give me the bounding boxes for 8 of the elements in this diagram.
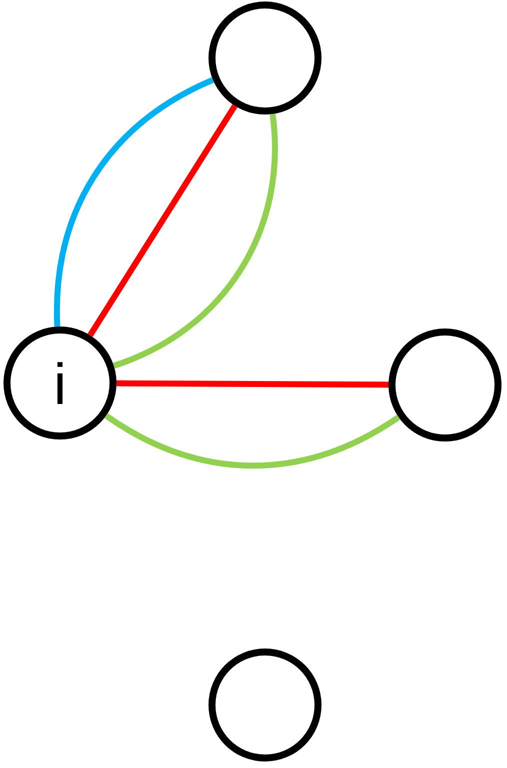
empty-circle [208, 648, 322, 762]
connector-line [104, 413, 400, 469]
connector-line [112, 114, 278, 369]
empty-circle [208, 2, 322, 114]
connector-line [116, 380, 389, 388]
connector-line [54, 77, 214, 327]
empty-circle [388, 328, 502, 442]
connector-line [88, 104, 238, 337]
